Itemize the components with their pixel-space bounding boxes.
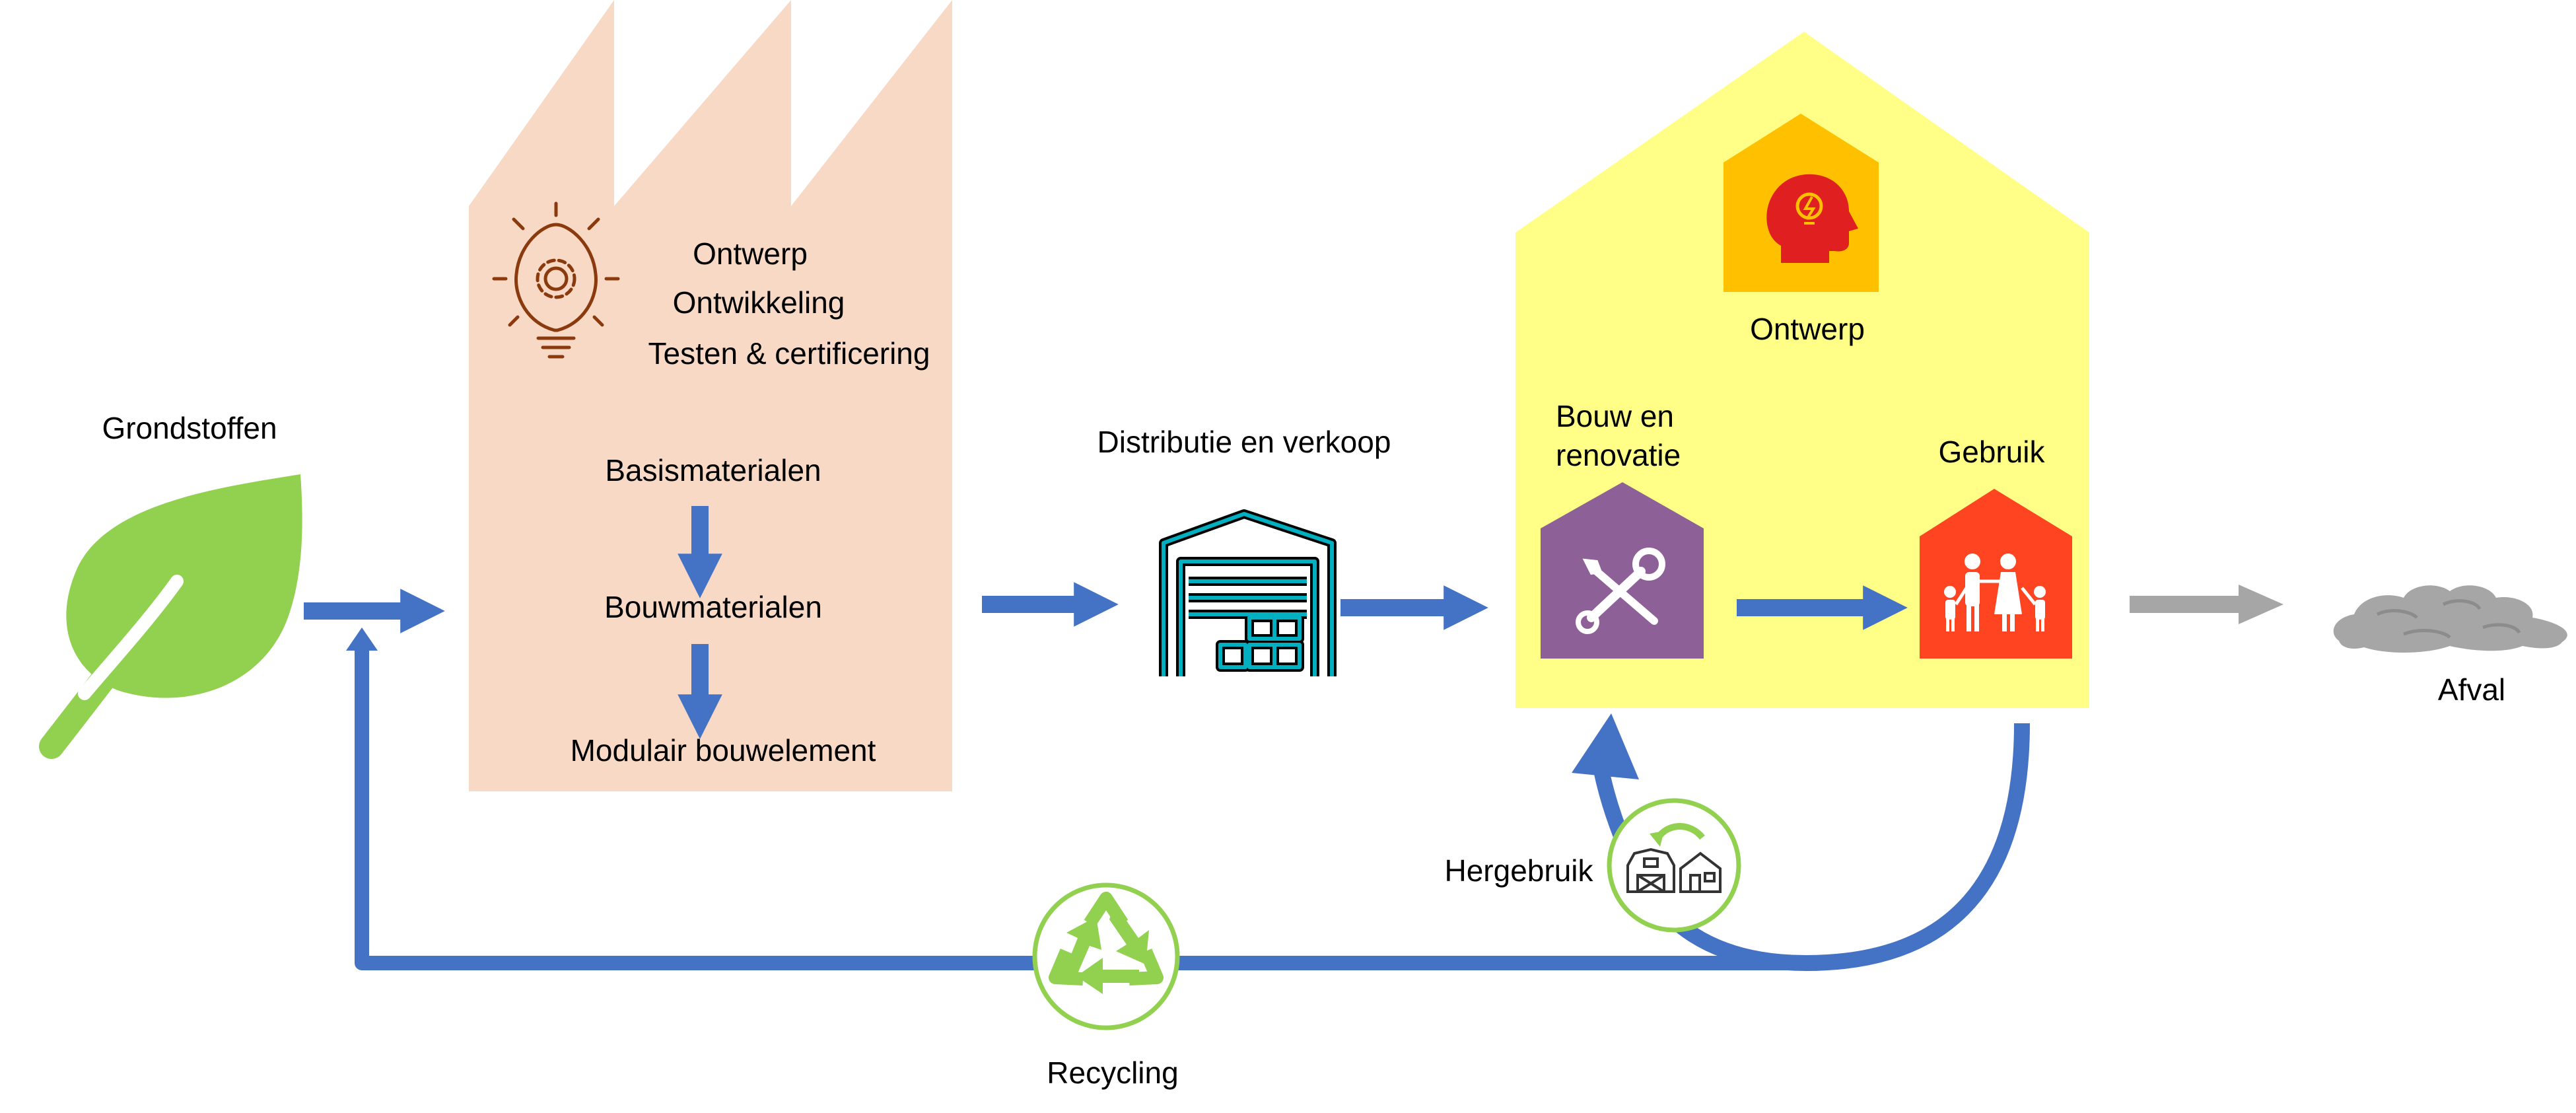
lightbulb-gear-icon [492,201,620,359]
leaf-icon [39,474,302,759]
barn-house-reuse-icon [1626,823,1722,893]
recycling-line [355,651,1809,970]
reuse-badge [1607,798,1741,933]
distribution-label: Distributie en verkoop [1097,425,1391,459]
raw-materials-label: Grondstoffen [102,411,277,445]
waste-label: Afval [2438,672,2505,707]
use-label: Gebruik [1938,435,2045,469]
building-group: Ontwerp Bouw en renovatie Gebruik [1515,32,2089,708]
distribution-group: Distributie en verkoop [1097,425,1391,676]
raw-materials-group: Grondstoffen [39,411,302,759]
wrench-screwdriver-icon [1576,548,1665,634]
factory-phase-3: Testen & certificering [648,336,930,371]
building-design-label: Ontwerp [1750,312,1865,346]
head-lightbulb-icon [1766,174,1858,263]
arrow-to-waste-head [2239,585,2283,624]
factory-phase-1: Ontwerp [693,236,808,271]
warehouse-icon-color [1162,512,1334,676]
family-icon [1944,554,2046,631]
use-block [1920,489,2072,659]
factory-step-2: Bouwmaterialen [604,590,822,624]
waste-pile-icon [2333,585,2567,653]
recycle-badge [1032,882,1180,1030]
recycling-arrow-head [346,628,378,651]
factory-step-3: Modulair bouwelement [571,733,876,768]
factory-building [469,0,952,791]
reuse-label: Hergebruik [1445,853,1594,888]
construction-label-line-2: renovatie [1556,438,1681,472]
reuse-arrow-head [1572,713,1639,779]
recycling-label: Recycling [1047,1056,1178,1090]
factory-group: Ontwerp Ontwikkeling Testen & certificer… [469,0,952,791]
factory-step-1: Basismaterialen [605,453,821,487]
construction-label-line-1: Bouw en [1556,399,1674,433]
factory-phase-2: Ontwikkeling [673,285,845,320]
